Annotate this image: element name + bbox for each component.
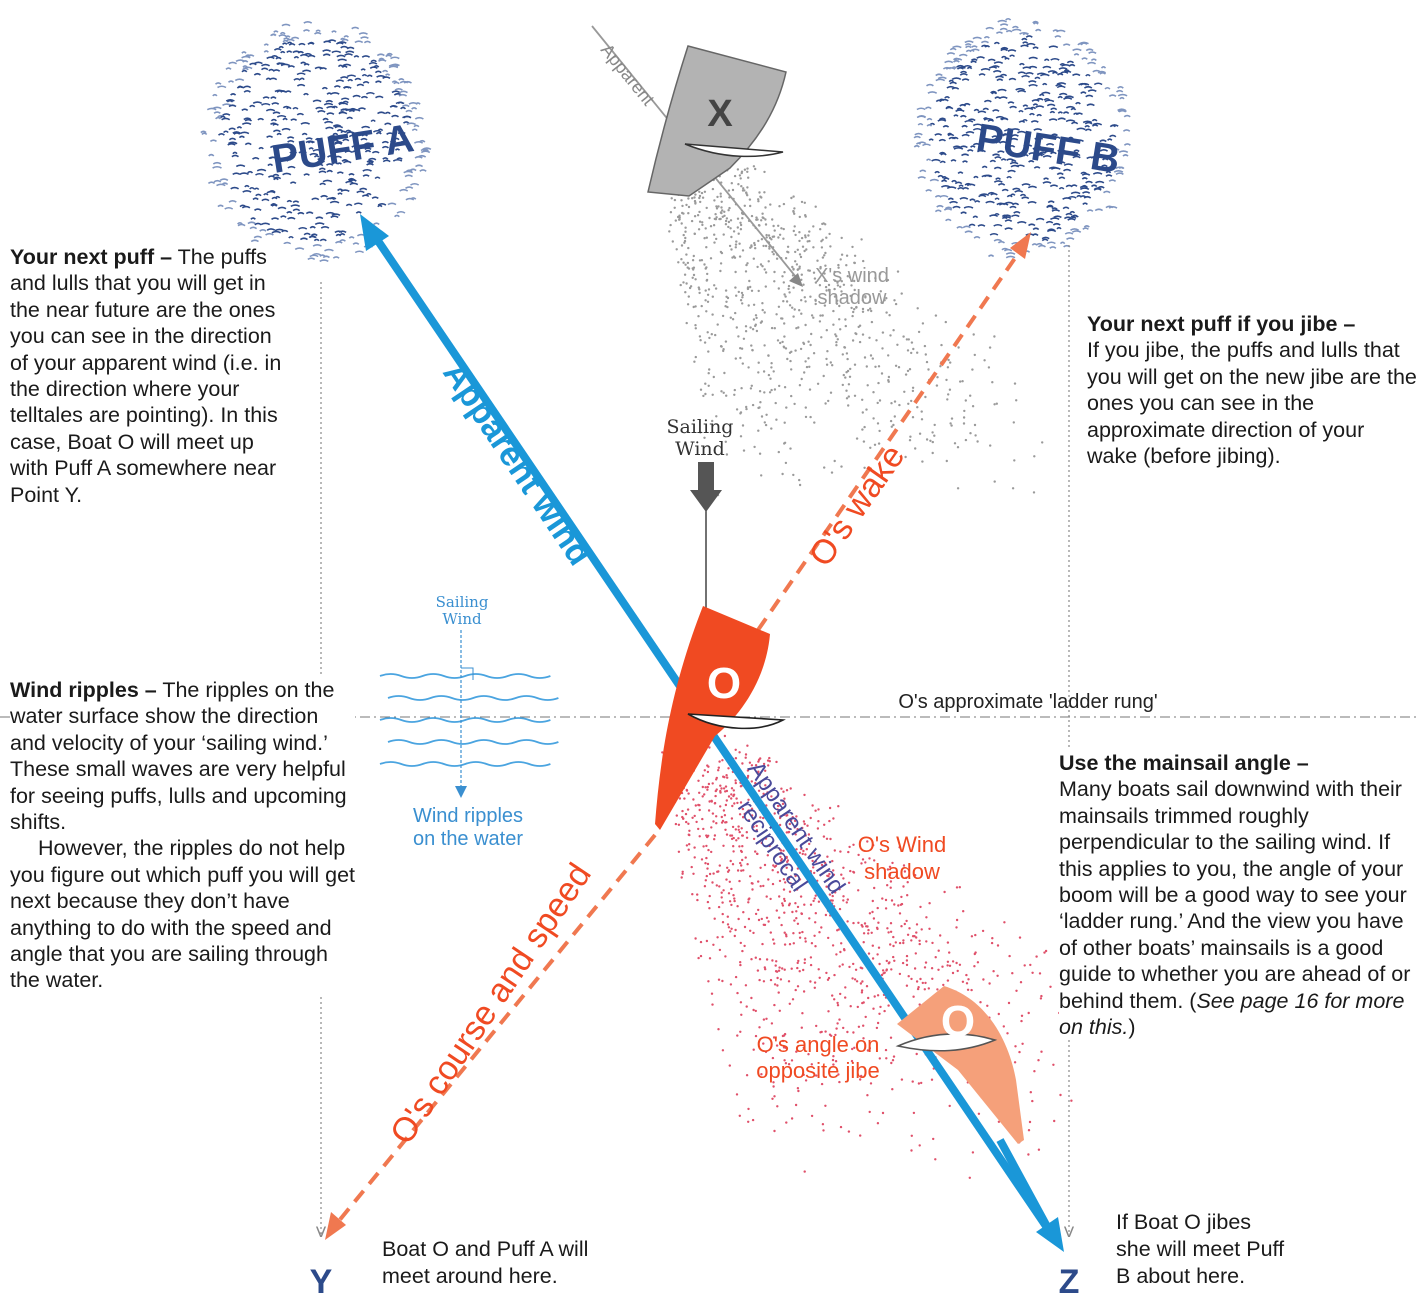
apparent-wind-tail-overdraw	[996, 1138, 1054, 1234]
x-apparent-label: Apparent	[597, 40, 659, 109]
puff-a-label: PUFF A	[269, 116, 417, 182]
note-jibe-puff-body: If you jibe, the puffs and lulls that yo…	[1087, 338, 1417, 469]
course-speed-arrow	[336, 833, 657, 1224]
apparent-wind-head-top	[360, 214, 389, 251]
x-wind-shadow-dots	[661, 152, 1044, 497]
note-mainsail-italic: See page 16 for more on this.	[1059, 988, 1405, 1040]
wake-label: O's wake	[802, 438, 913, 573]
ripple-wind-2: Wind	[442, 610, 482, 628]
ripple-wind-1: Sailing	[436, 593, 489, 611]
x-shadow-label-1: X's wind	[815, 265, 889, 287]
boat-o-letter: O	[707, 659, 741, 708]
z-caption-1: If Boat O jibes	[1116, 1210, 1251, 1234]
point-y-label: Y	[310, 1263, 333, 1296]
apparent-wind-label: Apparent wind	[435, 355, 599, 572]
y-caption-1: Boat O and Puff A will	[382, 1237, 588, 1261]
note-mainsail-heading: Use the mainsail angle –	[1059, 751, 1309, 775]
ripple-caption-1: Wind ripples	[413, 805, 523, 827]
ripple-right-angle	[461, 667, 474, 680]
boat-x	[647, 45, 787, 197]
boat-o-opposite-letter: O	[941, 997, 975, 1046]
course-speed-label: O's course and speed	[383, 857, 599, 1152]
boat-o-opposite-jibe	[895, 986, 1024, 1144]
z-caption-2: she will meet Puff	[1116, 1237, 1284, 1261]
note-mainsail-tail: )	[1128, 1015, 1136, 1040]
opposite-jibe-label-1: O's angle on	[757, 1032, 880, 1057]
x-shadow-label-2: shadow	[818, 287, 887, 309]
boat-o	[655, 606, 786, 830]
note-mainsail-body: Many boats sail downwind with their main…	[1059, 777, 1411, 1013]
z-caption-3: B about here.	[1116, 1264, 1245, 1288]
x-apparent-arrowhead	[789, 273, 803, 287]
sailing-wind-arrow-icon	[690, 462, 722, 512]
point-z-label: Z	[1059, 1263, 1080, 1296]
y-caption-2: meet around here.	[382, 1264, 558, 1288]
ripple-caption-2: on the water	[413, 828, 523, 850]
sailing-wind-top-1: Sailing	[667, 416, 734, 438]
ripple-wind-arrowhead	[455, 786, 467, 798]
puff-a-cloud	[200, 21, 432, 263]
note-jibe-puff-heading: Your next puff if you jibe –	[1087, 312, 1356, 336]
o-shadow-label-1: O's Wind	[858, 832, 947, 857]
wind-ripples-waves	[379, 673, 559, 767]
course-speed-arrowhead	[325, 1212, 346, 1240]
boat-x-letter: X	[707, 93, 733, 135]
note-wind-ripples-body1: The ripples on the water surface show th…	[10, 678, 347, 835]
o-shadow-label-2: shadow	[864, 859, 940, 884]
wake-arrow	[756, 246, 1024, 632]
puff-b-cloud	[913, 17, 1131, 259]
o-wind-shadow-dots	[659, 734, 1095, 1180]
note-next-puff-heading: Your next puff –	[10, 245, 173, 269]
note-jibe-puff: Your next puff if you jibe –If you jibe,…	[1087, 311, 1417, 470]
note-next-puff-body: The puffs and lulls that you will get in…	[10, 245, 282, 507]
ladder-rung-label: O's approximate 'ladder rung'	[898, 691, 1157, 713]
note-wind-ripples-body2: However, the ripples do not help you fig…	[10, 836, 355, 993]
puff-b-label: PUFF B	[973, 116, 1123, 182]
note-wind-ripples-heading: Wind ripples –	[10, 678, 157, 702]
opposite-jibe-label-2: opposite jibe	[756, 1058, 880, 1083]
apparent-wind-head-bottom	[1036, 1217, 1064, 1252]
sailing-wind-top-2: Wind	[675, 438, 725, 460]
wake-arrowhead	[1010, 232, 1031, 259]
note-wind-ripples: Wind ripples – The ripples on the water …	[10, 677, 355, 994]
note-mainsail: Use the mainsail angle –Many boats sail …	[1059, 750, 1414, 1041]
note-next-puff: Your next puff – The puffs and lulls tha…	[10, 244, 290, 509]
